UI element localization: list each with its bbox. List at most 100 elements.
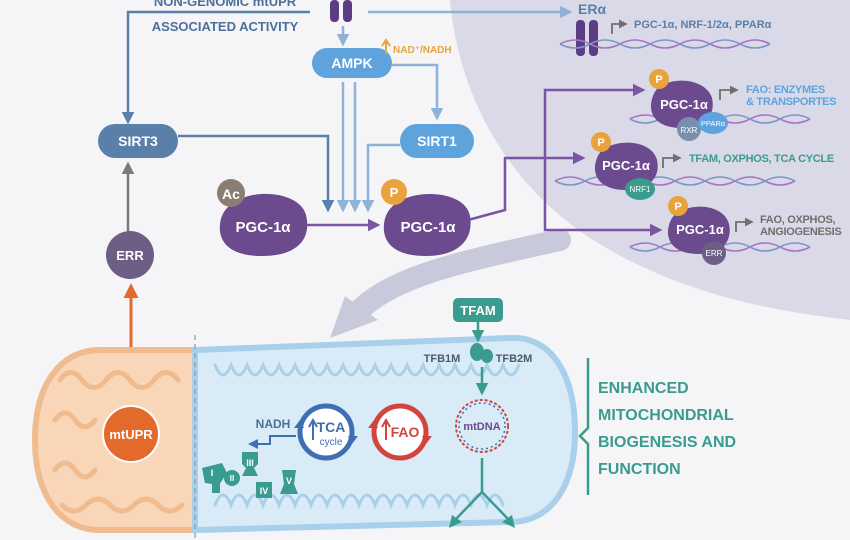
outcome-line-1: ENHANCED bbox=[598, 380, 689, 397]
top-text-line2: ASSOCIATED ACTIVITY bbox=[152, 19, 299, 34]
tca-label-2: cycle bbox=[320, 437, 343, 448]
complex-v-label: V bbox=[286, 476, 292, 486]
tfam-node bbox=[453, 298, 503, 322]
err-label: ERR bbox=[116, 248, 144, 263]
ampk-node bbox=[312, 48, 392, 78]
ac-badge bbox=[217, 179, 245, 207]
complex-iv-label: IV bbox=[260, 486, 269, 496]
complex1-rxr bbox=[677, 117, 701, 141]
era-targets: PGC-1α, NRF-1/2α, PPARα bbox=[634, 19, 772, 31]
sirt1-node bbox=[400, 124, 474, 158]
mtupr-node bbox=[102, 405, 160, 463]
complex3-err bbox=[702, 241, 726, 265]
complex-iii-label: III bbox=[246, 458, 254, 468]
arrow-sirt1-pgc bbox=[361, 143, 400, 213]
complex2-nrf1-label: NRF1 bbox=[630, 185, 651, 194]
arrow-tca-nadh bbox=[248, 435, 296, 449]
fao-up-arrow-icon bbox=[381, 417, 391, 440]
receptor-bar-left bbox=[330, 0, 339, 22]
tfb2m-blob bbox=[481, 349, 493, 363]
arrow-ampk-sirt1 bbox=[392, 63, 444, 121]
mtupr-label: mtUPR bbox=[109, 427, 153, 442]
tca-label-1: TCA bbox=[317, 419, 346, 435]
nucleus-to-mito-arrowhead bbox=[330, 296, 378, 338]
arrow-sirt3-pgc bbox=[178, 134, 335, 213]
complex1-target-arrow bbox=[719, 85, 739, 100]
p-badge bbox=[381, 179, 407, 205]
complex3-target-2: ANGIOGENESIS bbox=[760, 226, 841, 238]
complex2-p-label: P bbox=[597, 137, 604, 149]
sirt1-label: SIRT1 bbox=[417, 133, 457, 149]
complex-i-label: I bbox=[211, 468, 214, 478]
tca-up-arrow-icon bbox=[308, 417, 318, 440]
complex1-p-label: P bbox=[655, 74, 662, 86]
complex-iv-shape bbox=[256, 482, 272, 498]
complex3-target-1: FAO, OXPHOS, bbox=[760, 214, 835, 226]
pgc-ac-label: PGC-1α bbox=[235, 219, 291, 236]
outcome-line-3: BIOGENESIS AND bbox=[598, 434, 736, 451]
pgc-p-label: PGC-1α bbox=[400, 219, 456, 236]
outcome-bracket bbox=[578, 358, 590, 495]
mito-stressed-cristae bbox=[52, 370, 185, 514]
tfb2m-label: TFB2M bbox=[496, 353, 533, 365]
complex1-ppar bbox=[698, 112, 728, 134]
nadh-label: NADH bbox=[256, 417, 291, 431]
etc-complexes bbox=[202, 452, 298, 498]
fao-label: FAO bbox=[391, 424, 420, 440]
complex1-pgc-label: PGC-1α bbox=[660, 97, 708, 112]
outcome-line-2: MITOCHONDRIAL bbox=[598, 407, 734, 424]
arrow-branch-bottom bbox=[543, 158, 663, 237]
complex-v-shape bbox=[280, 470, 298, 494]
complex2-target-1: TFAM, OXPHOS, TCA CYCLE bbox=[689, 153, 834, 165]
nucleus-to-mito-arrow bbox=[344, 229, 571, 326]
complex-iii-shape bbox=[242, 452, 258, 476]
era-target-arrow bbox=[611, 19, 628, 34]
pgc-p-node bbox=[383, 193, 471, 256]
complex1-ppar-label: PPARα bbox=[701, 119, 726, 128]
mtdna-ring-inner bbox=[458, 402, 506, 450]
receptor-bar-right bbox=[343, 0, 352, 22]
dna-helix-2 bbox=[554, 176, 796, 186]
complex2-target-arrow bbox=[662, 153, 682, 168]
top-text-line1: NON-GENOMIC mtUPR bbox=[154, 0, 297, 9]
complex1-rxr-label: RXR bbox=[681, 126, 698, 135]
era-label: ERα bbox=[578, 1, 606, 17]
complex1-target-1: FAO: ENZYMES bbox=[746, 84, 825, 96]
pgc-ac-node bbox=[219, 193, 308, 256]
mtdna-label: mtDNA bbox=[463, 421, 500, 433]
outcome-line-4: FUNCTION bbox=[598, 461, 681, 478]
mtdna-split-head-left bbox=[449, 515, 462, 528]
tfb1m-label: TFB1M bbox=[424, 353, 461, 365]
mito-healthy-cristae bbox=[213, 360, 521, 510]
complex-i-shape bbox=[202, 463, 227, 493]
complex1-pgc bbox=[650, 80, 713, 128]
err-node bbox=[106, 231, 154, 279]
complex1-p-badge bbox=[649, 69, 669, 89]
mtdna-split-head-right bbox=[502, 515, 515, 528]
era-receptor-left bbox=[576, 20, 585, 56]
complex3-pgc-label: PGC-1α bbox=[676, 222, 724, 237]
complex2-nrf1 bbox=[625, 178, 655, 200]
complex1-target-2: & TRANSPORTES bbox=[746, 96, 836, 108]
complex2-p-badge bbox=[591, 132, 611, 152]
era-receptor-right bbox=[589, 20, 598, 56]
mtdna-ring-outer bbox=[455, 399, 509, 453]
complex3-target-arrow bbox=[735, 217, 754, 232]
complex3-p-label: P bbox=[674, 201, 681, 213]
dna-helix-era bbox=[559, 39, 771, 49]
tfam-label: TFAM bbox=[460, 303, 495, 318]
ampk-label: AMPK bbox=[331, 55, 372, 71]
sirt3-node bbox=[98, 124, 178, 158]
arrow-branch-top bbox=[543, 83, 646, 158]
tca-cycle-arrowheads bbox=[294, 420, 358, 444]
complex3-err-label: ERR bbox=[706, 249, 723, 258]
up-arrow-icon bbox=[381, 38, 391, 54]
complex-ii-shape bbox=[224, 470, 240, 486]
sirt3-label: SIRT3 bbox=[118, 133, 158, 149]
complex-ii-label: II bbox=[230, 474, 234, 483]
tfb1m-blob bbox=[470, 343, 484, 361]
nad-ratio-label: NAD⁺/NADH bbox=[393, 45, 452, 56]
ac-badge-label: Ac bbox=[222, 186, 240, 202]
